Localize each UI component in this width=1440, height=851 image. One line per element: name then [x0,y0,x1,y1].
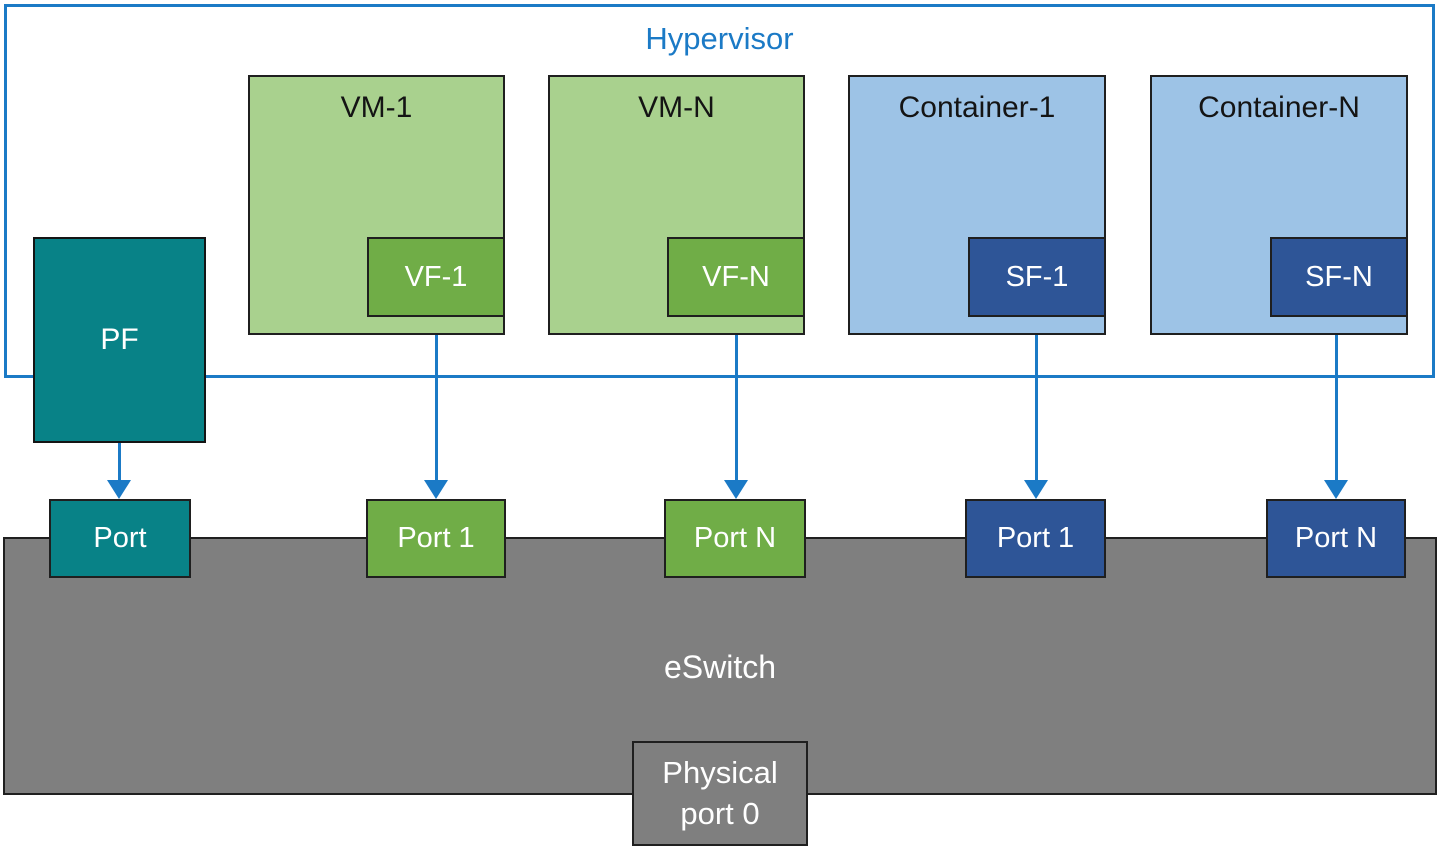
port-sfn-box: Port N [1266,499,1406,578]
arrow-head-icon [724,480,748,499]
eswitch-label: eSwitch [663,649,777,685]
pf-label: PF [100,323,139,356]
arrow-head-icon [424,480,448,499]
pf-box: PF [33,237,206,443]
hypervisor-title: Hypervisor [645,21,794,56]
arrow-head-icon [1324,480,1348,499]
vm-1-box: VM-1 VF-1 [248,75,505,335]
arrow-stem [1334,335,1338,482]
container-1-label: Container-1 [898,91,1056,124]
container-n-label: Container-N [1198,91,1360,124]
sf-n-label: SF-N [1305,260,1373,293]
arrow-stem [434,335,438,482]
physical-port-0-box: Physical port 0 [632,741,808,846]
container-1-box: Container-1 SF-1 [848,75,1106,335]
sf-1-label: SF-1 [1005,260,1069,293]
arrow-stem [117,443,121,482]
vf-n-box: VF-N [667,237,805,317]
vf-1-label: VF-1 [404,260,468,293]
port-vf1-box: Port 1 [366,499,506,578]
port-pf-label: Port [93,522,147,554]
vm-1-label: VM-1 [340,91,413,124]
arrow-stem [734,335,738,482]
port-vf1-label: Port 1 [397,522,475,554]
sf-n-box: SF-N [1270,237,1408,317]
vm-n-label: VM-N [638,91,715,124]
vf-n-label: VF-N [702,260,770,293]
physical-port-line-2: port 0 [680,795,760,831]
arrow-head-icon [107,480,131,499]
port-sfn-label: Port N [1294,522,1378,554]
port-sf1-label: Port 1 [996,522,1075,554]
port-sf1-box: Port 1 [965,499,1106,578]
vf-1-box: VF-1 [367,237,505,317]
hypervisor-box: Hypervisor [4,4,1435,378]
vm-n-box: VM-N VF-N [548,75,805,335]
container-n-box: Container-N SF-N [1150,75,1408,335]
port-pf-box: Port [49,499,191,578]
sf-1-box: SF-1 [968,237,1106,317]
arrow-stem [1034,335,1038,482]
port-vfn-label: Port N [693,522,777,554]
arrow-head-icon [1024,480,1048,499]
physical-port-line-1: Physical [662,755,778,791]
port-vfn-box: Port N [664,499,806,578]
